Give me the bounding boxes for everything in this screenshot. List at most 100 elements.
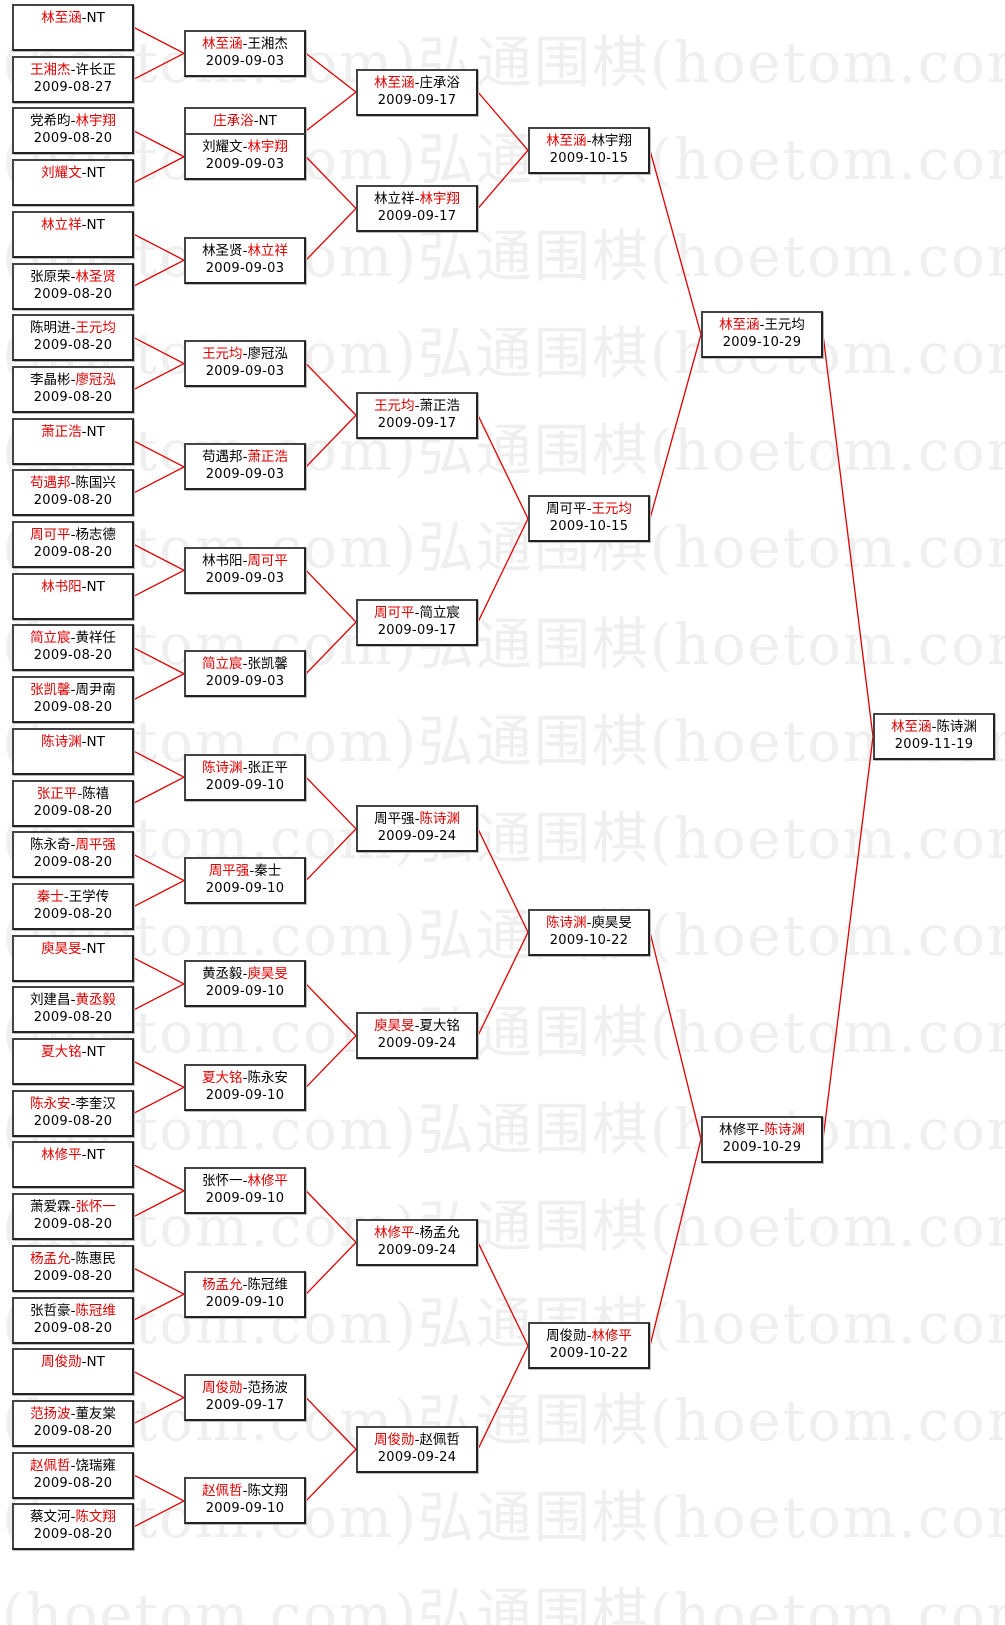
match-players: 苟遇邦-萧正浩: [186, 449, 304, 466]
bracket-connector: [305, 1241, 357, 1295]
bracket-connector: [305, 983, 357, 1037]
player-2-name: 周可平: [247, 552, 288, 569]
player-2-name: 周平强: [75, 837, 116, 854]
match-date: 2009-10-29: [722, 334, 802, 350]
player-1-name: 刘耀文: [41, 165, 82, 182]
match-date: 2009-08-20: [33, 389, 113, 405]
player-1-name: 简立宸: [30, 630, 71, 647]
player-2-name: NT: [86, 940, 105, 957]
bracket-connector: [305, 1397, 357, 1450]
player-1-name: 林书阳: [41, 578, 82, 595]
vs-separator: -: [81, 165, 87, 182]
bracket-connector: [305, 414, 357, 468]
match-players: 陈诗渊-庾昊旻: [530, 915, 648, 932]
player-1-name: 林修平: [719, 1121, 760, 1138]
match-players: 庄承浴-NT: [186, 113, 304, 130]
vs-separator: -: [70, 1302, 76, 1319]
vs-separator: -: [70, 268, 76, 285]
vs-separator: -: [242, 139, 248, 156]
vs-separator: -: [81, 216, 87, 233]
vs-separator: -: [242, 1380, 248, 1397]
bracket-connector: [133, 1293, 185, 1321]
vs-separator: -: [253, 113, 259, 130]
player-1-name: 赵佩哲: [202, 1483, 243, 1500]
vs-separator: -: [70, 1405, 76, 1422]
player-1-name: 王湘杰: [30, 61, 71, 78]
player-1-name: 秦士: [36, 888, 64, 905]
player-2-name: 陈文翔: [75, 1509, 116, 1526]
player-2-name: 萧正浩: [419, 397, 460, 414]
vs-separator: -: [242, 35, 248, 52]
match-players: 林至涵-庄承浴: [358, 75, 476, 92]
match-players: 林至涵-王元均: [703, 317, 821, 334]
bracket-connector: [305, 1448, 357, 1502]
vs-separator: -: [70, 837, 76, 854]
match-date: 2009-10-15: [549, 150, 629, 166]
player-2-name: 简立宸: [419, 604, 460, 621]
vs-separator: -: [81, 940, 87, 957]
vs-separator: -: [242, 1069, 248, 1086]
player-1-name: 简立宸: [202, 656, 243, 673]
vs-separator: -: [759, 316, 765, 333]
bracket-connector: [133, 130, 185, 158]
vs-separator: -: [242, 656, 248, 673]
player-1-name: 杨孟允: [30, 1250, 71, 1267]
player-2-name: NT: [86, 1147, 105, 1164]
player-2-name: 范扬波: [247, 1380, 288, 1397]
player-1-name: 张怀一: [202, 1173, 243, 1190]
vs-separator: -: [81, 578, 87, 595]
match-date: 2009-08-20: [33, 648, 113, 664]
match-players: 王湘杰-许长正: [14, 62, 132, 79]
player-1-name: 李晶彬: [30, 371, 71, 388]
bracket-connector: [133, 673, 185, 701]
bracket-connector: [133, 543, 185, 571]
player-1-name: 张凯馨: [30, 682, 71, 699]
player-1-name: 刘建昌: [30, 992, 71, 1009]
player-1-name: 林修平: [374, 1224, 415, 1241]
match-players: 庾昊旻-夏大铭: [358, 1018, 476, 1035]
match-date: 2009-09-24: [377, 1449, 457, 1465]
match-date: 2009-09-03: [205, 364, 285, 380]
player-2-name: 萧正浩: [247, 449, 288, 466]
player-2-name: 林宇翔: [247, 139, 288, 156]
player-2-name: 黄祥任: [75, 630, 116, 647]
match-players: 简立宸-黄祥任: [14, 630, 132, 647]
bracket-connector: [305, 156, 357, 209]
player-2-name: 陈国兴: [75, 475, 116, 492]
player-1-name: 林至涵: [202, 35, 243, 52]
match-box: 夏大铭-NT: [12, 1038, 134, 1085]
match-players: 简立宸-张凯馨: [186, 656, 304, 673]
player-1-name: 林至涵: [374, 74, 415, 91]
match-date: 2009-09-03: [205, 53, 285, 69]
player-2-name: 杨孟允: [419, 1224, 460, 1241]
match-players: 赵佩哲-饶瑞雍: [14, 1458, 132, 1475]
bracket-connector: [133, 983, 185, 1011]
player-2-name: 张凯馨: [247, 656, 288, 673]
bracket-connector: [133, 362, 185, 390]
player-2-name: NT: [86, 733, 105, 750]
bracket-connector: [649, 150, 702, 335]
player-2-name: NT: [86, 423, 105, 440]
player-1-name: 黄丞毅: [202, 966, 243, 983]
bracket-connector: [477, 414, 529, 519]
vs-separator: -: [70, 61, 76, 78]
bracket-connector: [822, 334, 874, 737]
bracket-connector: [133, 569, 185, 597]
player-2-name: 赵佩哲: [419, 1431, 460, 1448]
player-1-name: 庾昊旻: [374, 1018, 415, 1035]
match-date: 2009-08-20: [33, 1268, 113, 1284]
player-1-name: 范扬波: [30, 1405, 71, 1422]
player-2-name: 许长正: [75, 61, 116, 78]
player-2-name: 董友棠: [75, 1405, 116, 1422]
player-2-name: 林圣贤: [75, 268, 116, 285]
player-2-name: NT: [86, 165, 105, 182]
